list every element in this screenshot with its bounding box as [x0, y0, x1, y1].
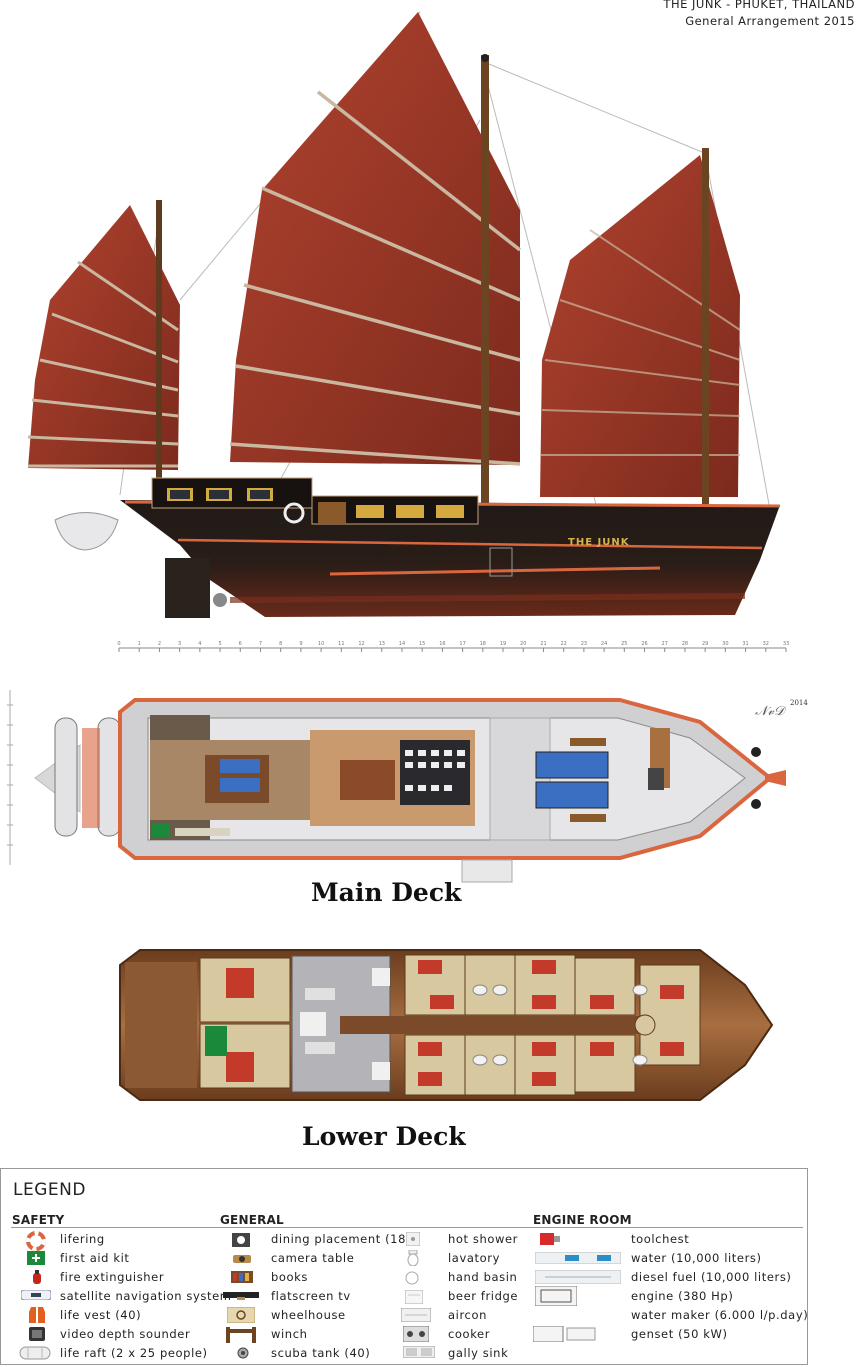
- scale-label: 4: [198, 641, 201, 647]
- main-deck-plan: 𝒩𝓋𝒟 2014: [7, 690, 808, 883]
- scale-label: 16: [439, 641, 445, 647]
- legend-item: life raft (2 x 25 people): [60, 1346, 208, 1360]
- signature-year: 2014: [790, 699, 808, 707]
- hull-name: THE JUNK: [568, 537, 630, 548]
- legend-item: flatscreen tv: [271, 1289, 351, 1303]
- legend-item: camera table: [271, 1251, 355, 1265]
- fore-mast: [702, 148, 709, 518]
- scale-label: 5: [218, 641, 221, 647]
- legend-item: hand basin: [448, 1270, 518, 1284]
- legend-item: engine (380 Hp): [631, 1289, 734, 1303]
- legend-item: lavatory: [448, 1251, 500, 1265]
- sunbed-2: [535, 781, 609, 809]
- scale-label: 21: [540, 641, 546, 647]
- lower-deck-plan: [119, 949, 774, 1101]
- scale-label: 27: [662, 641, 668, 647]
- legend-item: dining placement (18): [271, 1232, 412, 1246]
- legend-item: first aid kit: [60, 1251, 130, 1265]
- scale-label: 8: [279, 641, 282, 647]
- scale-label: 32: [763, 641, 769, 647]
- legend-item: life vest (40): [60, 1308, 142, 1322]
- dinghy-port: [54, 717, 78, 837]
- scale-label: 6: [239, 641, 242, 647]
- main-deck-title: Main Deck: [311, 878, 462, 907]
- scale-label: 24: [601, 641, 607, 647]
- legend-section-safety: SAFETY: [12, 1213, 65, 1227]
- legend-panel: LEGEND SAFETY GENERAL ENGINE ROOM liferi…: [0, 1168, 808, 1365]
- scale-label: 14: [399, 641, 405, 647]
- main-mast: [481, 55, 489, 545]
- scale-label: 25: [621, 641, 627, 647]
- lower-deck-title: Lower Deck: [302, 1122, 466, 1151]
- legend-item: winch: [271, 1327, 308, 1341]
- legend-item: toolchest: [631, 1232, 690, 1246]
- scale-label: 18: [480, 641, 486, 647]
- scale-label: 31: [742, 641, 748, 647]
- scale-label: 11: [338, 641, 344, 647]
- legend-item: hot shower: [448, 1232, 519, 1246]
- legend-divider: [11, 1227, 803, 1228]
- scale-label: 23: [581, 641, 587, 647]
- legend-item: wheelhouse: [271, 1308, 346, 1322]
- scale-label: 30: [722, 641, 728, 647]
- legend-item: cooker: [448, 1327, 491, 1341]
- rudder: [165, 558, 210, 618]
- artist-signature: 𝒩𝓋𝒟: [755, 704, 787, 719]
- scale-label: 33: [783, 641, 789, 647]
- scale-label: 10: [318, 641, 324, 647]
- legend-item: genset (50 kW): [631, 1327, 728, 1341]
- legend-item: books: [271, 1270, 309, 1284]
- scale-label: 17: [459, 641, 465, 647]
- legend-item: scuba tank (40): [271, 1346, 371, 1360]
- sunbed-1: [535, 751, 609, 779]
- scale-label: 2: [158, 641, 161, 647]
- drawing-title: THE JUNK - PHUKET, THAILAND: [663, 0, 855, 11]
- legend-item: video depth sounder: [60, 1327, 191, 1341]
- scale-label: 26: [641, 641, 647, 647]
- legend-item: gally sink: [448, 1346, 509, 1360]
- legend-item: water (10,000 liters): [631, 1251, 762, 1265]
- legend-item: water maker (6.000 l/p.day): [631, 1308, 809, 1322]
- scale-label: 1: [138, 641, 141, 647]
- scale-label: 0: [117, 641, 120, 647]
- scale-label: 19: [500, 641, 506, 647]
- scale-label: 29: [702, 641, 708, 647]
- legend-section-engine-room: ENGINE ROOM: [533, 1213, 632, 1227]
- scale-label: 3: [178, 641, 181, 647]
- scale-label: 22: [560, 641, 566, 647]
- scale-label: 28: [682, 641, 688, 647]
- legend-item: fire extinguisher: [60, 1270, 165, 1284]
- legend-item: satellite navigation system: [60, 1289, 232, 1303]
- scale-label: 20: [520, 641, 526, 647]
- drawing-subtitle: General Arrangement 2015: [685, 14, 855, 28]
- legend-title: LEGEND: [13, 1180, 86, 1200]
- dinghy: [54, 512, 119, 551]
- scale-label: 12: [358, 641, 364, 647]
- scale-label: 15: [419, 641, 425, 647]
- hull: [120, 500, 780, 617]
- scale-label: 13: [379, 641, 385, 647]
- scale-label: 9: [299, 641, 302, 647]
- legend-item: aircon: [448, 1308, 487, 1322]
- legend-item: diesel fuel (10,000 liters): [631, 1270, 792, 1284]
- legend-item: lifering: [60, 1232, 105, 1246]
- legend-item: beer fridge: [448, 1289, 519, 1303]
- ship-drawings: THE JUNK 0123456789101112131415161718192…: [7, 11, 808, 1101]
- lifering-on-cabin: [283, 502, 305, 524]
- legend-section-general: GENERAL: [220, 1213, 284, 1227]
- dinghy-starboard: [97, 717, 121, 837]
- mizzen-mast: [156, 200, 162, 490]
- scale-label: 7: [259, 641, 262, 647]
